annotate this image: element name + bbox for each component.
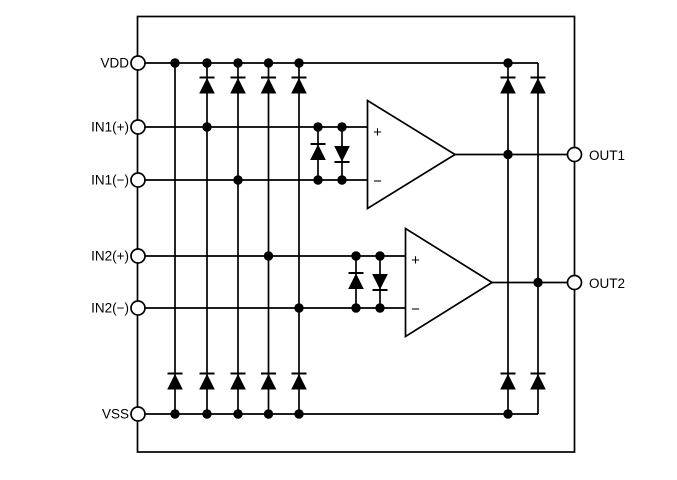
pin-label-out2: OUT2 — [589, 276, 625, 291]
pin-label-vdd: VDD — [100, 56, 129, 71]
pin-label-in2-plus: IN2(+) — [91, 249, 129, 264]
opamp2: + − — [404, 226, 494, 339]
junction-dot — [503, 149, 513, 160]
junction-dot — [313, 122, 323, 132]
opamp2-triangle — [404, 226, 494, 339]
diode-icon — [229, 76, 247, 94]
diode-icon — [529, 372, 547, 390]
esd-columns — [174, 63, 539, 414]
junction-dot — [351, 303, 361, 313]
pin-terminal-circle — [130, 55, 146, 71]
diode-icon — [499, 76, 517, 94]
pin-label-in1-plus: IN1(+) — [91, 120, 129, 135]
diode-icon — [290, 76, 308, 94]
junction-dot — [533, 277, 543, 288]
pin-label-in1-minus: IN1(−) — [91, 173, 129, 188]
input-wires — [145, 126, 406, 309]
pin-vss: VSS — [102, 406, 146, 422]
junction-dot — [202, 409, 212, 419]
junction-dot — [351, 251, 361, 261]
junction-dot — [263, 58, 274, 68]
diode-icon — [499, 372, 517, 390]
right-pins: OUT1 OUT2 — [566, 146, 625, 291]
junction-dot — [503, 58, 513, 68]
diode-icon — [166, 372, 184, 390]
opamp1-triangle — [366, 98, 457, 211]
ic-boundary-box — [136, 15, 576, 453]
junction-dot — [337, 122, 347, 132]
opamp2-inverting-sign: − — [411, 301, 420, 318]
pin-terminal-circle — [130, 119, 146, 135]
opamp1: + − — [366, 98, 457, 211]
junction-dot — [202, 58, 212, 68]
junction-dot — [294, 303, 304, 313]
pin-in1-plus: IN1(+) — [91, 119, 146, 135]
diode-icon — [198, 76, 216, 94]
junction-dot — [294, 58, 304, 68]
esd-diodes-to-vdd — [198, 76, 547, 94]
diode-icon — [309, 143, 327, 161]
diode-icon — [529, 76, 547, 94]
junction-dot — [337, 175, 347, 185]
opamp1-noninverting-sign: + — [373, 124, 382, 141]
junction-dots — [170, 58, 543, 419]
junction-dot — [263, 251, 274, 261]
junction-dot — [233, 58, 243, 68]
pin-label-in2-minus: IN2(−) — [91, 301, 129, 316]
esd-diodes-from-vss — [166, 372, 547, 390]
junction-dot — [233, 409, 243, 419]
pin-terminal-circle — [130, 406, 146, 422]
diode-icon — [229, 372, 247, 390]
pin-terminal-circle — [130, 248, 146, 264]
diode-icon — [260, 372, 277, 390]
pin-out2: OUT2 — [566, 274, 625, 291]
pin-terminal-circle — [130, 172, 146, 188]
pin-in2-minus: IN2(−) — [91, 300, 146, 316]
junction-dot — [375, 251, 385, 261]
diode-icon — [371, 273, 389, 291]
diode-icon — [333, 145, 351, 163]
power-rails — [145, 62, 538, 415]
junction-dot — [170, 409, 180, 419]
junction-dot — [202, 122, 212, 132]
junction-dot — [294, 409, 304, 419]
output-wires — [455, 153, 568, 284]
junction-dot — [503, 409, 513, 419]
diode-icon — [198, 372, 216, 390]
diode-icon — [290, 372, 308, 390]
left-pins: VDD IN1(+) IN1(−) IN2(+) IN2(−) VSS — [91, 55, 146, 422]
opamp1-inverting-sign: − — [373, 173, 382, 190]
junction-dot — [233, 175, 243, 185]
pin-in1-minus: IN1(−) — [91, 172, 146, 188]
junction-dot — [375, 303, 385, 313]
pin-vdd: VDD — [100, 55, 146, 71]
pin-label-vss: VSS — [102, 407, 129, 422]
pin-terminal-circle — [130, 300, 146, 316]
diode-icon — [347, 272, 365, 290]
junction-dot — [263, 409, 274, 419]
diode-icon — [260, 76, 277, 94]
opamp2-noninverting-sign: + — [411, 252, 420, 269]
pin-in2-plus: IN2(+) — [91, 248, 146, 264]
pin-out1: OUT1 — [566, 146, 625, 163]
pin-terminal-circle — [566, 146, 583, 163]
pin-terminal-circle — [566, 274, 583, 291]
junction-dot — [170, 58, 180, 68]
junction-dot — [313, 175, 323, 185]
pin-label-out1: OUT1 — [589, 148, 625, 163]
